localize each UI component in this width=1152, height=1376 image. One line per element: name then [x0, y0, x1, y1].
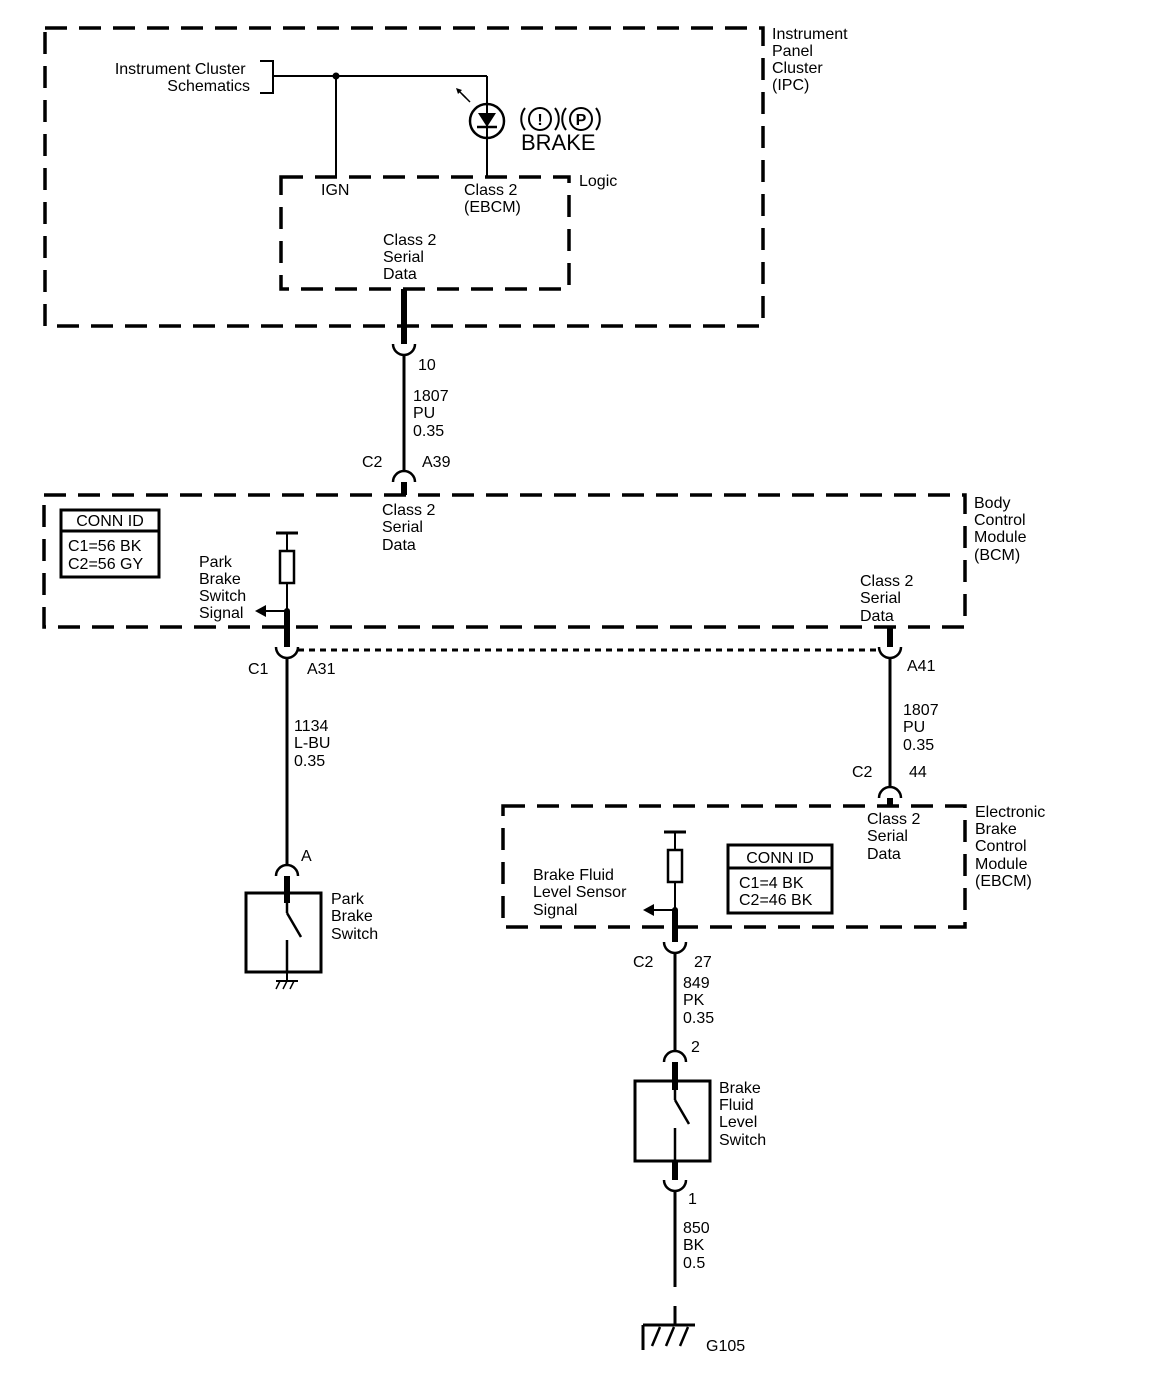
connector-pin-27 [662, 941, 688, 955]
wire-1807-upper-label: 1807 PU 0.35 [413, 388, 453, 440]
ground-g105-icon [641, 1323, 695, 1350]
pin-44-label: 44 [909, 764, 927, 781]
park-brake-switch-icon [285, 903, 303, 972]
ign-label: IGN [321, 182, 349, 199]
c2-a39-connector-label: C2 [362, 454, 383, 471]
connector-pin-1 [662, 1179, 688, 1193]
brake-fluid-level-switch-label: Brake Fluid Level Switch [719, 1080, 766, 1149]
ebcm-conn-id-table [726, 843, 834, 915]
bcm-title: Body Control Module (BCM) [974, 495, 1031, 564]
svg-text:!: ! [537, 112, 542, 129]
ground-g105-label: G105 [706, 1338, 745, 1355]
pin-2-label: 2 [691, 1039, 700, 1056]
park-signal-arrow-icon [255, 605, 266, 617]
wire-849-label: 849 PK 0.35 [683, 975, 714, 1027]
wire-1134-label: 1134 L-BU 0.35 [294, 718, 335, 770]
ipc-schematic-ref: Instrument Cluster Schematics [115, 61, 250, 95]
brake-led-icon [456, 88, 506, 140]
ebcm-module-box [501, 804, 967, 929]
a39-pin-label: A39 [422, 454, 451, 471]
pin-27-label: 27 [694, 954, 712, 971]
connector-pin-2 [662, 1049, 688, 1063]
schematic-ref-bracket [260, 60, 274, 94]
c2-27-connector-label: C2 [633, 954, 654, 971]
connector-pin-a39 [391, 469, 417, 483]
pullup-resistor [278, 549, 296, 585]
park-brake-switch-box [244, 891, 323, 974]
ipc-serial-data-label: Class 2 Serial Data [383, 232, 441, 283]
fluid-pullup-resistor [666, 848, 684, 884]
c1-connector-label: C1 [248, 661, 269, 678]
brake-text: BRAKE [521, 130, 596, 155]
park-brake-switch-label: Park Brake Switch [331, 891, 378, 943]
pin-1-label: 1 [688, 1191, 697, 1208]
wire-1807-lower-label: 1807 PU 0.35 [903, 702, 943, 754]
bcm-conn-id-title: CONN ID [76, 513, 144, 530]
svg-text:P: P [576, 112, 587, 129]
wire-850-label: 850 BK 0.5 [683, 1220, 714, 1272]
connector-pin-44 [877, 785, 903, 799]
bcm-serial-data-right-label: Class 2 Serial Data [860, 573, 918, 625]
ebcm-title: Electronic Brake Control Module (EBCM) [975, 804, 1050, 890]
connector-pin-a31 [274, 646, 300, 660]
park-warning-icon: P [561, 107, 601, 131]
brake-fluid-level-switch-icon [673, 1090, 691, 1161]
ebcm-serial-data-label: Class 2 Serial Data [867, 811, 925, 863]
bcm-serial-data-top-label: Class 2 Serial Data [382, 502, 440, 554]
class2-ebcm-label: Class 2 (EBCM) [464, 182, 522, 216]
ebcm-conn-id-values: C1=4 BK C2=46 BK [739, 875, 813, 909]
pin-a-label: A [301, 848, 312, 865]
ebcm-conn-id-title: CONN ID [746, 850, 814, 867]
ipc-title: Instrument Panel Cluster (IPC) [772, 26, 852, 94]
brake-fluid-level-switch-box [633, 1079, 712, 1163]
connector-pin-a41 [877, 646, 903, 660]
a41-pin-label: A41 [907, 658, 936, 675]
fluid-signal-arrow-icon [643, 904, 654, 916]
bcm-conn-id-table [59, 508, 161, 579]
connector-pin-a [274, 863, 300, 877]
chassis-ground-icon [275, 972, 298, 990]
ipc-logic-box [279, 175, 571, 291]
c2-44-connector-label: C2 [852, 764, 873, 781]
a31-pin-label: A31 [307, 661, 336, 678]
bcm-conn-id-values: C1=56 BK C2=56 GY [68, 538, 146, 573]
logic-label: Logic [579, 173, 617, 190]
connector-pin-10 [391, 343, 417, 357]
pin-10-label: 10 [418, 357, 436, 374]
park-brake-switch-signal-label: Park Brake Switch Signal [199, 554, 251, 622]
brake-warning-icon: ! [520, 107, 560, 131]
bcm-module-box [42, 493, 967, 629]
brake-fluid-level-sensor-signal-label: Brake Fluid Level Sensor Signal [533, 867, 631, 919]
